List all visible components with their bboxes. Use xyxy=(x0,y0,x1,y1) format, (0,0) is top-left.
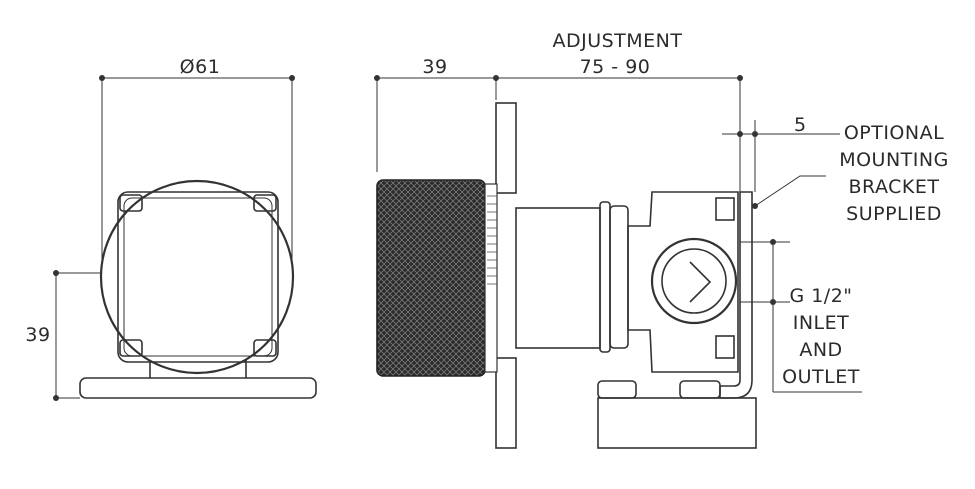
bracket-pad xyxy=(597,380,637,399)
corner-lug xyxy=(119,194,143,212)
floor-section xyxy=(597,397,757,449)
knob-collar xyxy=(484,183,498,373)
front-view xyxy=(53,75,317,401)
front-backplate xyxy=(117,191,279,363)
bracket-pad xyxy=(679,380,721,399)
side-view xyxy=(374,75,862,449)
port-thread-mark xyxy=(689,261,712,303)
wall-section-bottom xyxy=(495,357,517,449)
corner-lug xyxy=(253,339,277,357)
adjustment-range: 75 - 90 xyxy=(579,56,651,78)
front-base-plate xyxy=(79,377,317,399)
leader-dot xyxy=(752,203,758,209)
oring-flange xyxy=(599,201,611,353)
inlet-port-outer xyxy=(650,237,738,325)
bracket-callout-line-2: MOUNTING xyxy=(839,149,949,171)
front-height-label: 39 xyxy=(25,324,51,346)
thread-callout-line-1: G 1/2" xyxy=(789,285,853,307)
inlet-port-inner xyxy=(661,248,727,314)
front-diameter-label: Ø61 xyxy=(179,56,221,78)
knob-depth-label: 39 xyxy=(422,56,448,78)
corner-lug xyxy=(119,339,143,357)
wall-section-top xyxy=(495,102,517,194)
front-backplate-inner xyxy=(123,197,273,357)
bracket-callout-line-4: SUPPLIED xyxy=(846,203,942,225)
thread-callout-line-3: AND xyxy=(799,339,843,361)
body-lug xyxy=(715,197,735,221)
bracket-leader xyxy=(754,175,826,207)
mounting-bracket xyxy=(719,191,753,399)
thread-callout-line-4: OUTLET xyxy=(782,366,860,388)
valve-body xyxy=(627,191,739,373)
bracket-offset-label: 5 xyxy=(794,114,807,136)
body-lug xyxy=(715,335,735,359)
collar-teeth xyxy=(487,195,497,285)
spindle-body xyxy=(515,207,601,349)
adjustment-title: ADJUSTMENT xyxy=(552,30,683,52)
bracket-callout-line-3: BRACKET xyxy=(848,176,940,198)
knurled-knob xyxy=(376,179,486,377)
dim-tick xyxy=(737,131,743,137)
oring-flange xyxy=(609,205,629,349)
corner-lug xyxy=(253,194,277,212)
thread-callout-line-2: INLET xyxy=(792,312,850,334)
bracket-callout-line-1: OPTIONAL xyxy=(843,122,945,144)
front-knob-circle xyxy=(99,179,295,375)
